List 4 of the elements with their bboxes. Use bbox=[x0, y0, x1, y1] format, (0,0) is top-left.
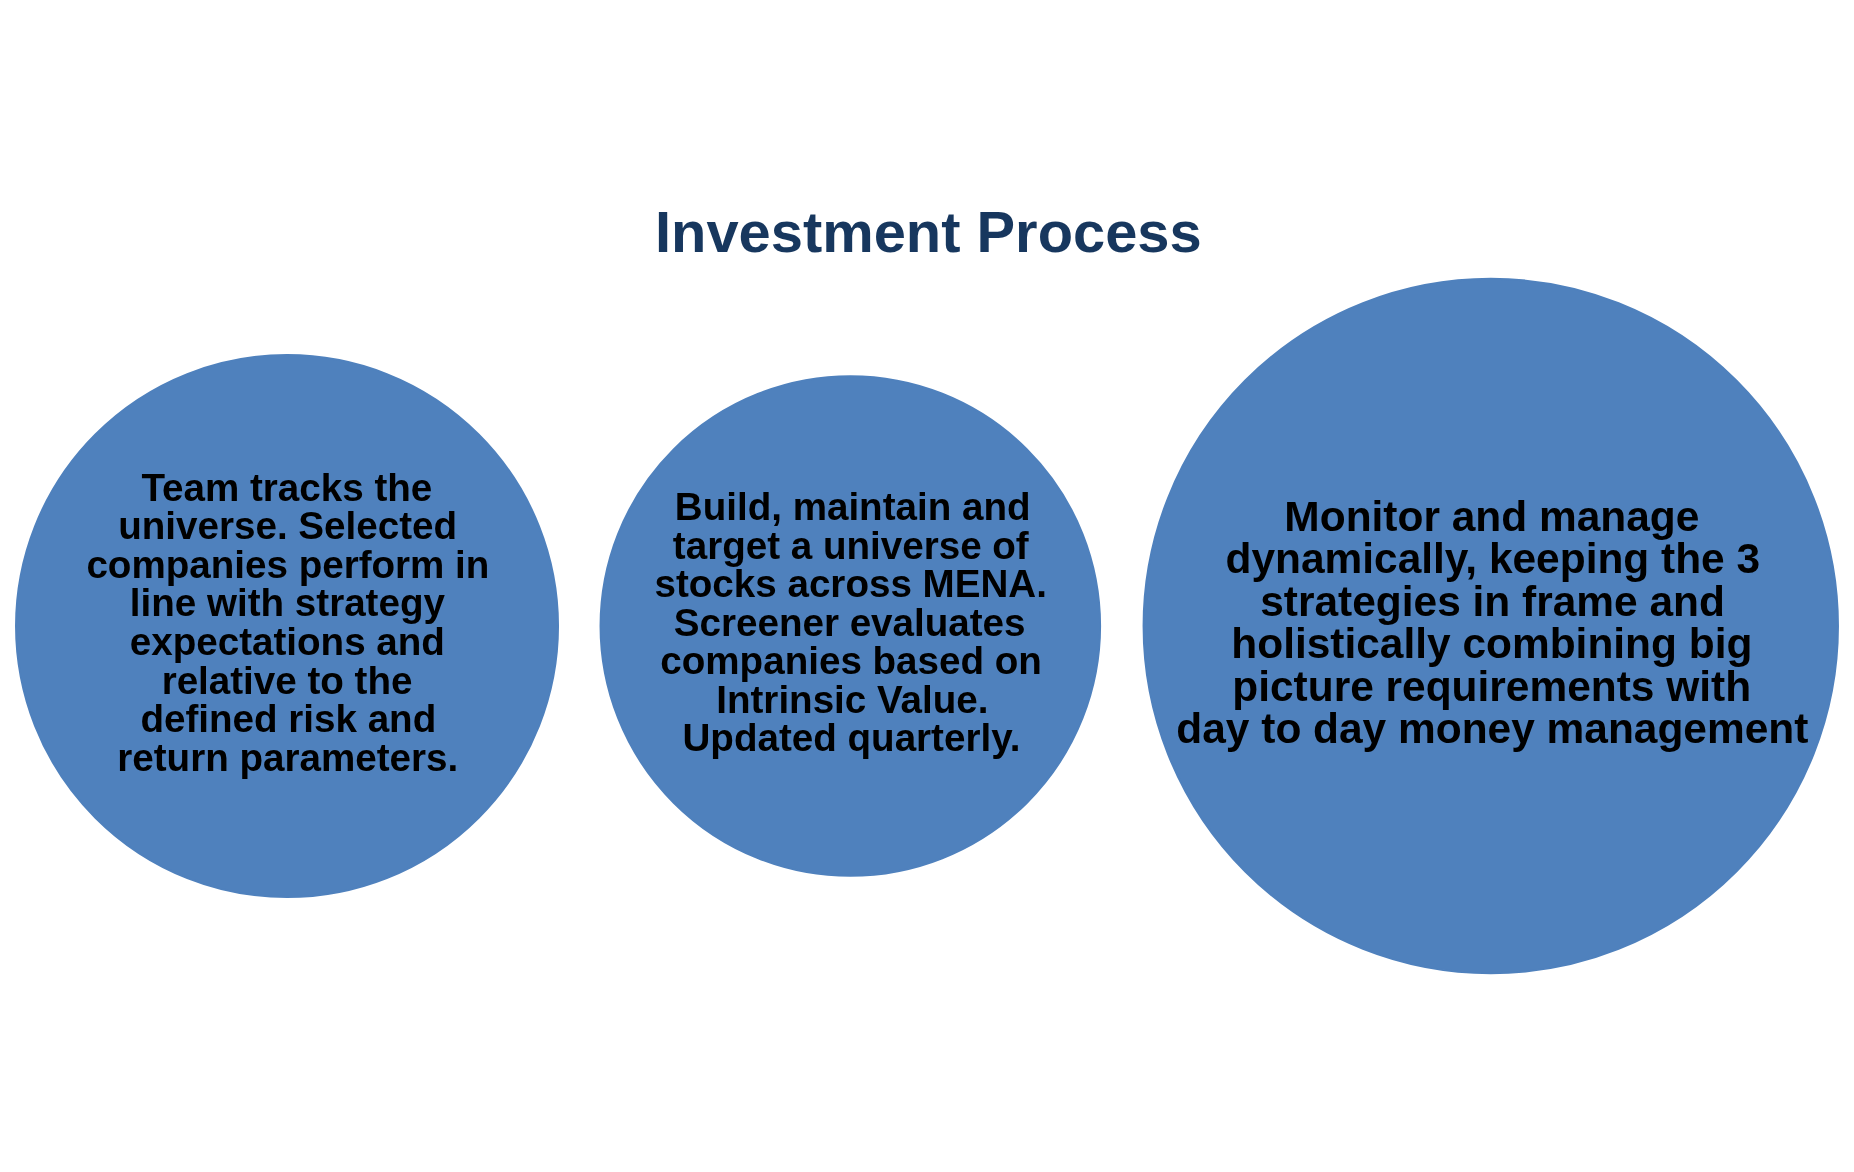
diagram-title: Investment Process bbox=[655, 199, 1202, 264]
node-circle: Monitor and manage dynamically, keeping the 3 strategies in frame and holistically combining big picture requirements with day to day money management bbox=[1142, 277, 1839, 974]
node-circle: Build, maintain and target a universe of stocks across MENA. Screener evaluates companies based on Intrinsic Value. Updated quarterly. bbox=[599, 374, 1102, 877]
node-circle: Team tracks the universe. Selected companies perform in line with strategy expectations and relative to the defined risk and return parameters. bbox=[15, 353, 560, 898]
